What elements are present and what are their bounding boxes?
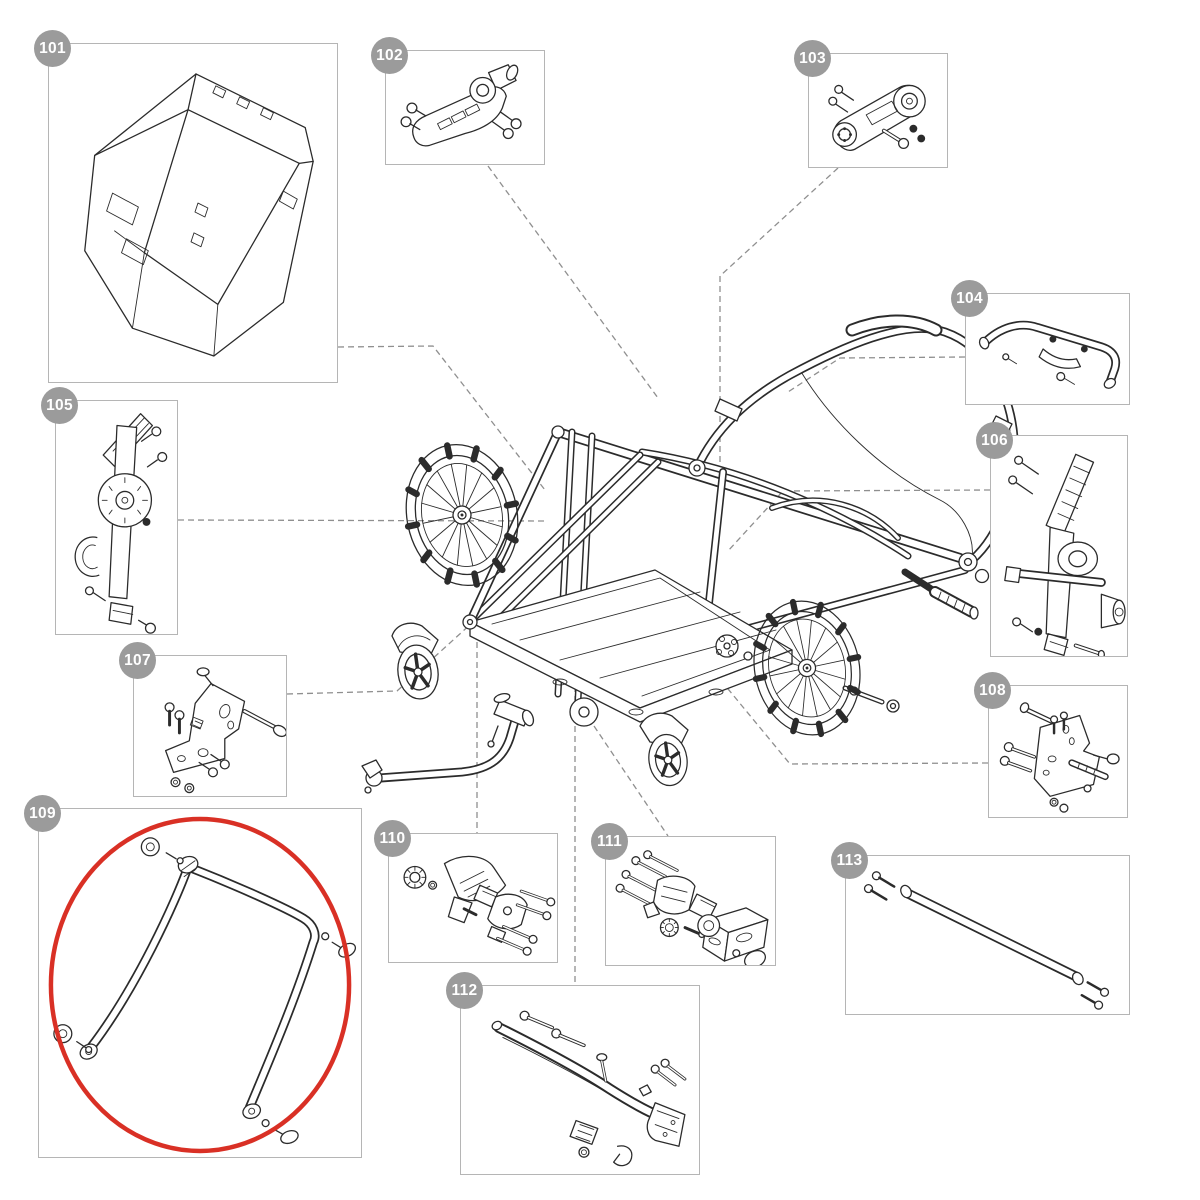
part-box-111: 111 bbox=[591, 823, 776, 966]
part-box-110: 110 bbox=[374, 820, 558, 963]
part-box-109: 109 bbox=[24, 795, 362, 1158]
part-109-handlebar-frame-drawing bbox=[48, 816, 357, 1154]
callout-107: 107 bbox=[119, 642, 156, 679]
part-101-body-tub-drawing bbox=[84, 73, 314, 357]
part-box-108: 108 bbox=[974, 672, 1128, 818]
front-caster bbox=[391, 622, 444, 704]
part-box-113: 113 bbox=[831, 842, 1130, 1015]
part-box-107: 107 bbox=[119, 642, 287, 797]
callout-110: 110 bbox=[374, 820, 411, 857]
trailer-frame bbox=[361, 314, 1019, 794]
part-112-side-rail-drawing bbox=[491, 1010, 687, 1167]
part-106-upright-assembly-drawing bbox=[1004, 453, 1126, 656]
callout-101: 101 bbox=[34, 30, 71, 67]
part-box-102: 102 bbox=[371, 37, 545, 165]
part-104-tube-frame-drawing bbox=[978, 320, 1121, 389]
callout-106: 106 bbox=[976, 422, 1013, 459]
part-111-axle-housing-drawing bbox=[615, 850, 769, 965]
callout-104: 104 bbox=[951, 280, 988, 317]
callout-102: 102 bbox=[371, 37, 408, 74]
rear-caster bbox=[639, 712, 693, 790]
tow-bar bbox=[361, 692, 535, 794]
callout-105: 105 bbox=[41, 387, 78, 424]
part-box-101: 101 bbox=[34, 30, 338, 383]
callout-109: 109 bbox=[24, 795, 61, 832]
highlight-ring bbox=[48, 816, 352, 1154]
callout-113: 113 bbox=[831, 842, 868, 879]
part-box-105: 105 bbox=[41, 387, 178, 635]
part-box-103: 103 bbox=[794, 40, 948, 168]
part-102-bracket-drawing bbox=[400, 64, 522, 147]
part-103-arm-drawing bbox=[828, 84, 926, 152]
part-113-cross-tube-drawing bbox=[863, 871, 1110, 1010]
part-box-112: 112 bbox=[446, 972, 700, 1175]
part-105-arm-assembly-drawing bbox=[74, 413, 168, 634]
left-wheel bbox=[393, 434, 530, 596]
part-110-axle-housing-drawing bbox=[403, 855, 556, 956]
callout-111: 111 bbox=[591, 823, 628, 860]
base-frame bbox=[469, 569, 793, 723]
callout-103: 103 bbox=[794, 40, 831, 77]
callout-112: 112 bbox=[446, 972, 483, 1009]
part-108-bracket-drawing bbox=[999, 702, 1120, 813]
part-107-bracket-drawing bbox=[164, 667, 286, 794]
callout-108: 108 bbox=[974, 672, 1011, 709]
part-box-104: 104 bbox=[951, 280, 1130, 405]
part-box-106: 106 bbox=[976, 422, 1128, 657]
